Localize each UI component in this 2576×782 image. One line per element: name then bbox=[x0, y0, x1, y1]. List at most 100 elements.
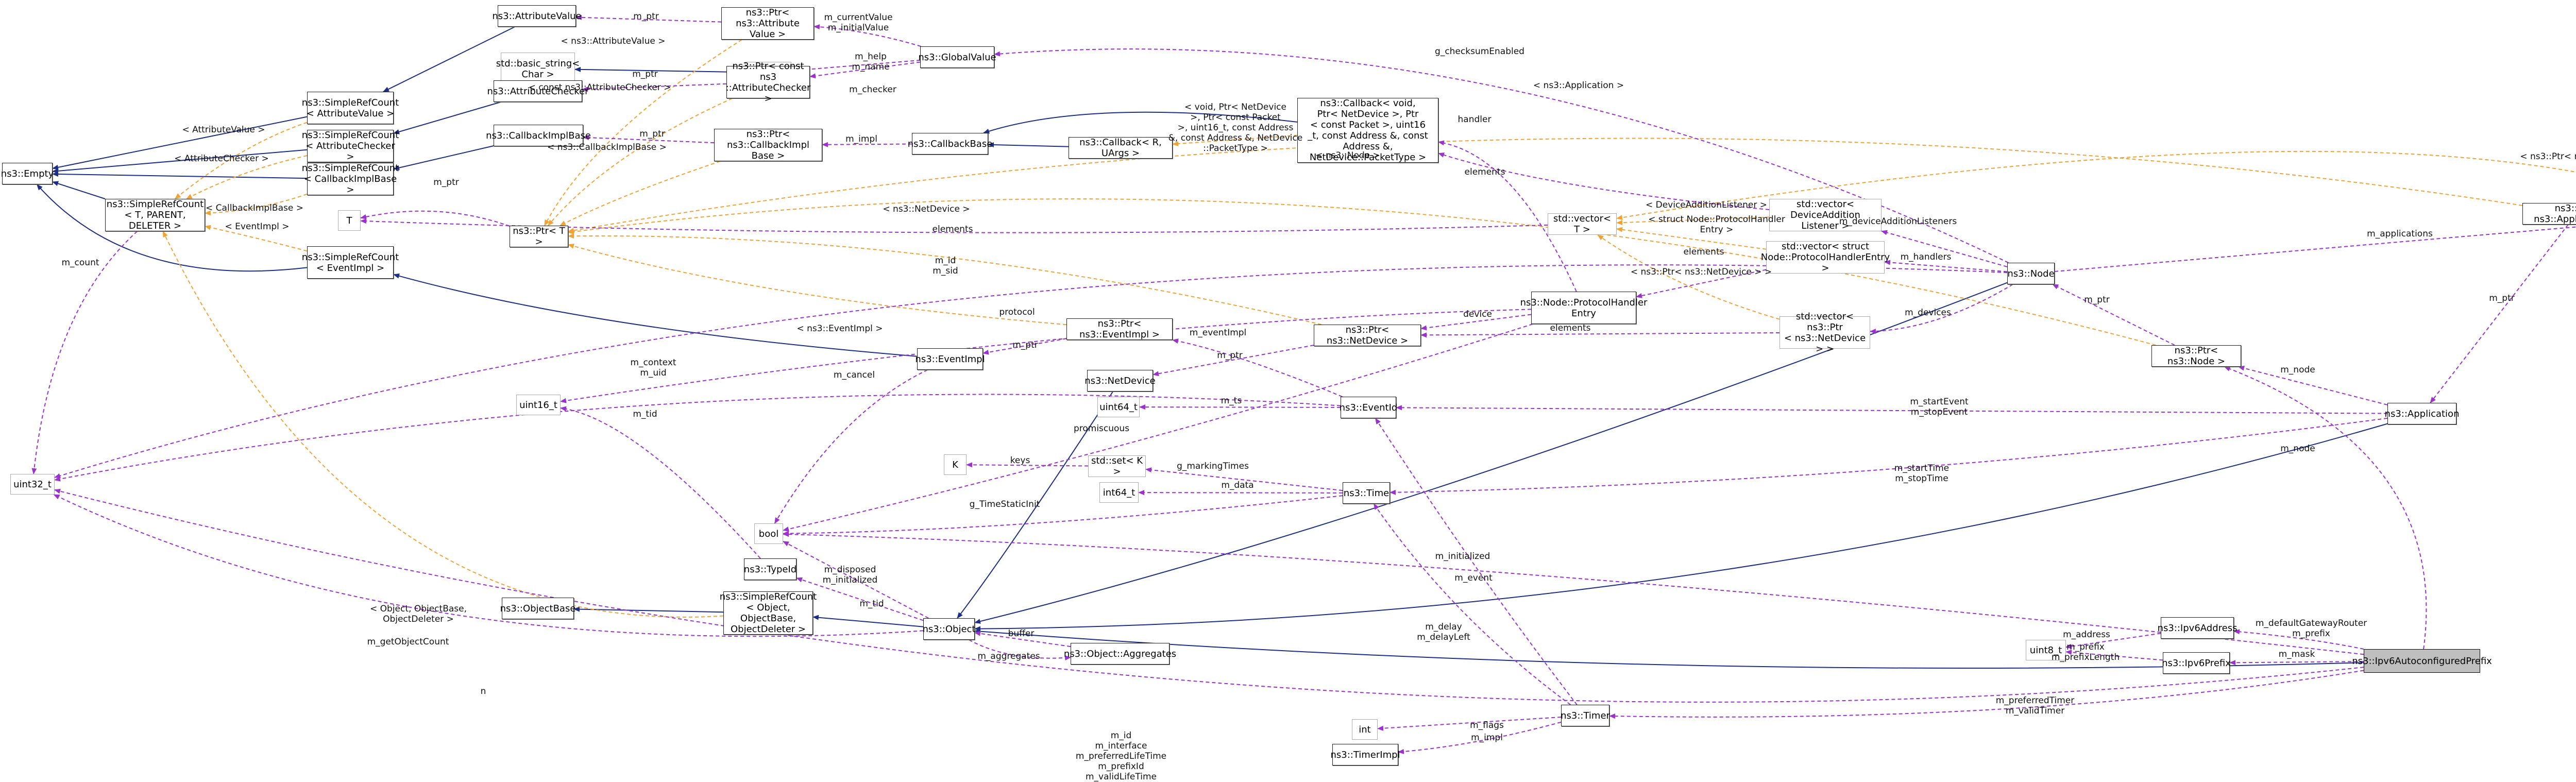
node-bool_box[interactable]: bool bbox=[754, 523, 783, 544]
node-attrvalue[interactable]: ns3::AttributeValue bbox=[492, 5, 582, 27]
node-object[interactable]: ns3::Object bbox=[923, 618, 976, 640]
node-vector_ptr_nd[interactable]: std::vector< ns3::Ptr < ns3::NetDevice >… bbox=[1780, 311, 1870, 354]
node-phe[interactable]: ns3::Node::ProtocolHandler Entry bbox=[1520, 292, 1647, 324]
node-timerimpl[interactable]: ns3::TimerImpl bbox=[1330, 744, 1400, 766]
node-src_object[interactable]: ns3::SimpleRefCount < Object, ObjectBase… bbox=[719, 591, 817, 635]
node-ptr_netdevice[interactable]: ns3::Ptr< ns3::NetDevice > bbox=[1314, 325, 1421, 346]
edge-template-src_attrvalue-src_tpd bbox=[174, 122, 308, 199]
node-aggregates[interactable]: ns3::Object::Aggregates bbox=[1064, 643, 1176, 665]
edge-label-src_tpd-uint32: m_count bbox=[61, 258, 99, 268]
edge-label-ptr_netdevice-ptr_t: < ns3::NetDevice > bbox=[883, 204, 970, 214]
node-ipv6address[interactable]: ns3::Ipv6Address bbox=[2158, 617, 2237, 639]
edge-label-node-vector_ptr_app: m_applications bbox=[2367, 229, 2433, 239]
edge-template-callback_big-callback_r bbox=[1172, 134, 1298, 147]
edge-label-time-int64: m_data bbox=[1221, 480, 1254, 490]
edge-label-globalvalue-string: m_help m_name bbox=[852, 52, 890, 72]
node-ptr_const_ac[interactable]: ns3::Ptr< const ns3 ::AttributeChecker > bbox=[725, 60, 811, 104]
edge-usage-timer-timerimpl bbox=[1398, 721, 1562, 754]
node-ipv6prefix[interactable]: ns3::Ipv6Prefix bbox=[2162, 652, 2231, 674]
node-src_attrchecker[interactable]: ns3::SimpleRefCount < AttributeChecker > bbox=[301, 130, 399, 162]
edge-label-eventid-uint32: m_context m_uid bbox=[630, 358, 676, 378]
node-netdevice[interactable]: ns3::NetDevice bbox=[1084, 370, 1156, 392]
node-basic_string[interactable]: std::basic_string< Char > bbox=[496, 53, 580, 85]
node-attrchecker[interactable]: ns3::AttributeChecker bbox=[487, 80, 589, 102]
node-vector_phe[interactable]: std::vector< struct Node::ProtocolHandle… bbox=[1760, 241, 1890, 274]
edge-usage-ptr_const_ac-attrchecker bbox=[582, 83, 727, 92]
edge-inherit-callback_big-callbackbase bbox=[983, 111, 1298, 134]
node-callback_big[interactable]: ns3::Callback< void, Ptr< NetDevice >, P… bbox=[1297, 98, 1438, 163]
node-int_box[interactable]: int bbox=[1352, 719, 1378, 740]
node-ptr_eventimpl[interactable]: ns3::Ptr< ns3::EventImpl > bbox=[1066, 318, 1173, 340]
node-uint16[interactable]: uint16_t bbox=[516, 395, 561, 415]
node-vector_dal[interactable]: std::vector< DeviceAddition Listener > bbox=[1769, 199, 1882, 231]
edge-usage-phe-uint16 bbox=[560, 309, 1532, 403]
node-callback_r[interactable]: ns3::Callback< R, UArgs > bbox=[1069, 137, 1173, 159]
edge-label-object-typeid: m_tid bbox=[859, 599, 884, 609]
edge-inherit-attrchecker-src_attrchecker bbox=[393, 101, 501, 134]
edge-label-ipv6prefix-uint8: m_prefix m_prefixLength bbox=[2051, 642, 2120, 662]
edge-label-phe-callback_big: handler bbox=[1458, 114, 1492, 125]
node-globalvalue[interactable]: ns3::GlobalValue bbox=[918, 46, 996, 68]
node-eventimpl[interactable]: ns3::EventImpl bbox=[915, 348, 985, 370]
node-set_k[interactable]: std::set< K > bbox=[1088, 455, 1146, 477]
edge-template-src_object-src_tpd bbox=[162, 231, 724, 618]
edge-label-node-vector_phe: m_handlers bbox=[1900, 252, 1952, 262]
edge-inherit-eventimpl-src_eventimpl bbox=[393, 273, 918, 357]
node-int64[interactable]: int64_t bbox=[1099, 482, 1139, 503]
edge-inherit-src_eventimpl-empty bbox=[36, 184, 308, 272]
edge-usage-object-bool_box bbox=[783, 540, 929, 619]
node-ptr_node[interactable]: ns3::Ptr< ns3::Node > bbox=[2151, 345, 2241, 367]
edge-label-vector_dal-vector_t: < DeviceAdditionListener > bbox=[1645, 200, 1768, 210]
edge-label-main-ptr_node: m_node bbox=[2280, 444, 2315, 454]
edge-label-eventid-ptr_eventimpl: m_eventImpl bbox=[1189, 328, 1247, 338]
node-src_cib[interactable]: ns3::SimpleRefCount < CallbackImplBase > bbox=[301, 163, 399, 195]
edge-label-time-bool_box: g_TimeStaticInit bbox=[969, 499, 1040, 509]
node-uint32[interactable]: uint32_t bbox=[10, 474, 55, 495]
node-uint8[interactable]: uint8_t bbox=[2026, 640, 2066, 660]
edge-label-main-timer: m_preferredTimer m_validTimer bbox=[1995, 695, 2075, 716]
node-uint64[interactable]: uint64_t bbox=[1097, 397, 1140, 417]
node-ptr_app[interactable]: ns3::Ptr< ns3::Application > bbox=[2522, 203, 2576, 225]
node-typeid[interactable]: ns3::TypeId bbox=[744, 558, 796, 580]
node-node[interactable]: ns3::Node bbox=[2007, 263, 2055, 284]
node-callbackimplbase[interactable]: ns3::CallbackImplBase bbox=[486, 125, 591, 146]
edge-template-vector_ptr_app-vector_t bbox=[1616, 150, 2576, 220]
edge-inherit-src_cib-empty bbox=[52, 171, 308, 179]
node-application[interactable]: ns3::Application bbox=[2385, 403, 2459, 424]
edge-template-src_eventimpl-src_tpd bbox=[205, 225, 308, 252]
edge-label-ptr_eventimpl-eventimpl: m_ptr bbox=[1012, 340, 1038, 350]
node-src_tpd[interactable]: ns3::SimpleRefCount < T, PARENT, DELETER… bbox=[105, 199, 205, 231]
edge-label-ptr_app-ptr_t: < ns3::Application > bbox=[1533, 80, 1624, 91]
edge-usage-timer-eventid bbox=[1375, 418, 1578, 705]
node-ptr_attrvalue[interactable]: ns3::Ptr< ns3::Attribute Value > bbox=[721, 7, 814, 40]
edge-label-application-eventid: m_startEvent m_stopEvent bbox=[1910, 397, 1969, 417]
edge-label-phe-uint16: protocol bbox=[999, 307, 1035, 317]
node-vector_t[interactable]: std::vector< T > bbox=[1548, 213, 1617, 235]
edge-usage-set_k-k_box bbox=[966, 462, 1089, 468]
node-src_eventimpl[interactable]: ns3::SimpleRefCount < EventImpl > bbox=[302, 246, 399, 279]
edge-label-application-time: m_startTime m_stopTime bbox=[1894, 463, 1950, 484]
edge-label-set_k-k_box: keys bbox=[1010, 455, 1030, 466]
edge-usage-time-set_k bbox=[1145, 467, 1343, 491]
edge-inherit-src_tpd-empty bbox=[52, 181, 106, 199]
edge-usage-vector_t-t_box bbox=[360, 218, 1548, 233]
node-eventid[interactable]: ns3::EventId bbox=[1340, 397, 1397, 418]
edge-template-ptr_const_ac-ptr_t bbox=[547, 98, 733, 226]
edge-label-vector_dal-callback_big: elements bbox=[1464, 167, 1505, 177]
node-ptr_t[interactable]: ns3::Ptr< T > bbox=[510, 226, 568, 247]
edge-usage-phe-ptr_netdevice bbox=[1420, 314, 1532, 331]
node-callbackbase[interactable]: ns3::CallbackBase bbox=[908, 133, 992, 155]
node-main[interactable]: ns3::Ipv6AutoconfiguredPrefix bbox=[2352, 649, 2492, 673]
edge-label-timer-timerimpl: m_impl bbox=[1471, 733, 1503, 743]
node-k_box[interactable]: K bbox=[944, 454, 967, 475]
node-objectbase[interactable]: ns3::ObjectBase bbox=[500, 598, 575, 619]
node-ptr_cib[interactable]: ns3::Ptr< ns3::CallbackImpl Base > bbox=[714, 129, 822, 161]
node-empty[interactable]: ns3::Empty bbox=[1, 163, 54, 184]
edge-usage-node-globalvalue bbox=[994, 48, 2009, 263]
node-src_attrvalue[interactable]: ns3::SimpleRefCount < AttributeValue > bbox=[302, 92, 399, 124]
edge-inherit-src_attrchecker-empty bbox=[52, 149, 308, 174]
node-timer[interactable]: ns3::Timer bbox=[1561, 705, 1610, 726]
edge-inherit-attrvalue-src_attrvalue bbox=[383, 26, 515, 92]
node-t_box[interactable]: T bbox=[338, 210, 361, 231]
node-time[interactable]: ns3::Time bbox=[1343, 482, 1390, 504]
